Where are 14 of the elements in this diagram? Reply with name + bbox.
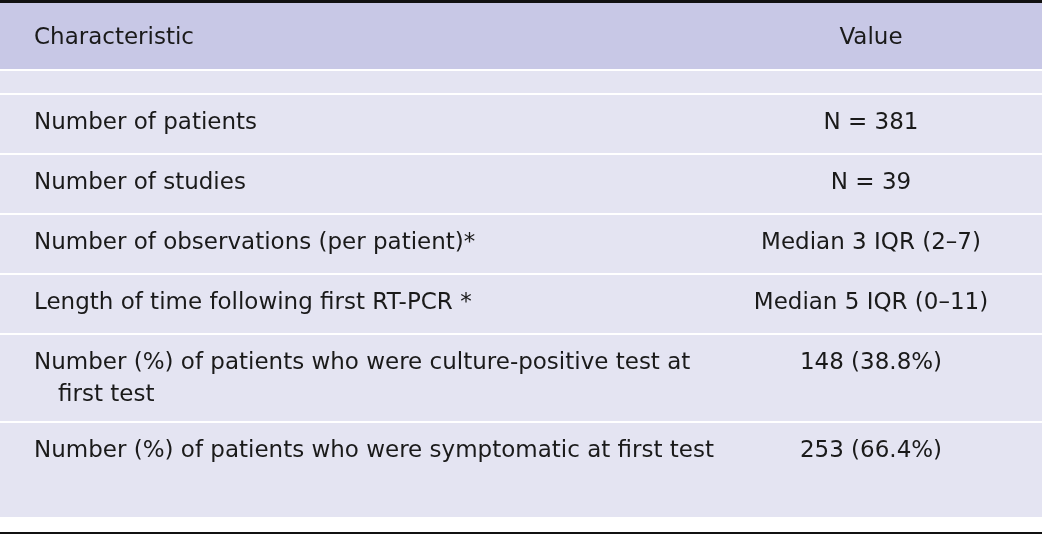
column-header: Value xyxy=(838,22,904,51)
table-cell-text: Number of studies xyxy=(33,167,247,196)
column-header: Characteristic xyxy=(33,22,195,51)
table-cell-text: Number (%) of patients who were culture-positive test at first test xyxy=(33,347,692,408)
table-cell-text: Number (%) of patients who were symptomatic at first test xyxy=(33,435,715,464)
table-cell-text: Length of time following first RT-PCR * xyxy=(33,287,473,316)
table-cell-text: Median 5 IQR (0–11) xyxy=(752,287,990,316)
table-cell-text: Number of patients xyxy=(33,107,258,136)
table-cell-text: N = 381 xyxy=(822,107,920,136)
table-cell-text: 253 (66.4%) xyxy=(798,435,944,464)
table-cell-text: 148 (38.8%) xyxy=(798,347,944,376)
table-cell-text: Median 3 IQR (2–7) xyxy=(760,227,982,256)
table-cell-text: Number of observations (per patient)* xyxy=(33,227,477,256)
table-cell-text: N = 39 xyxy=(829,167,913,196)
